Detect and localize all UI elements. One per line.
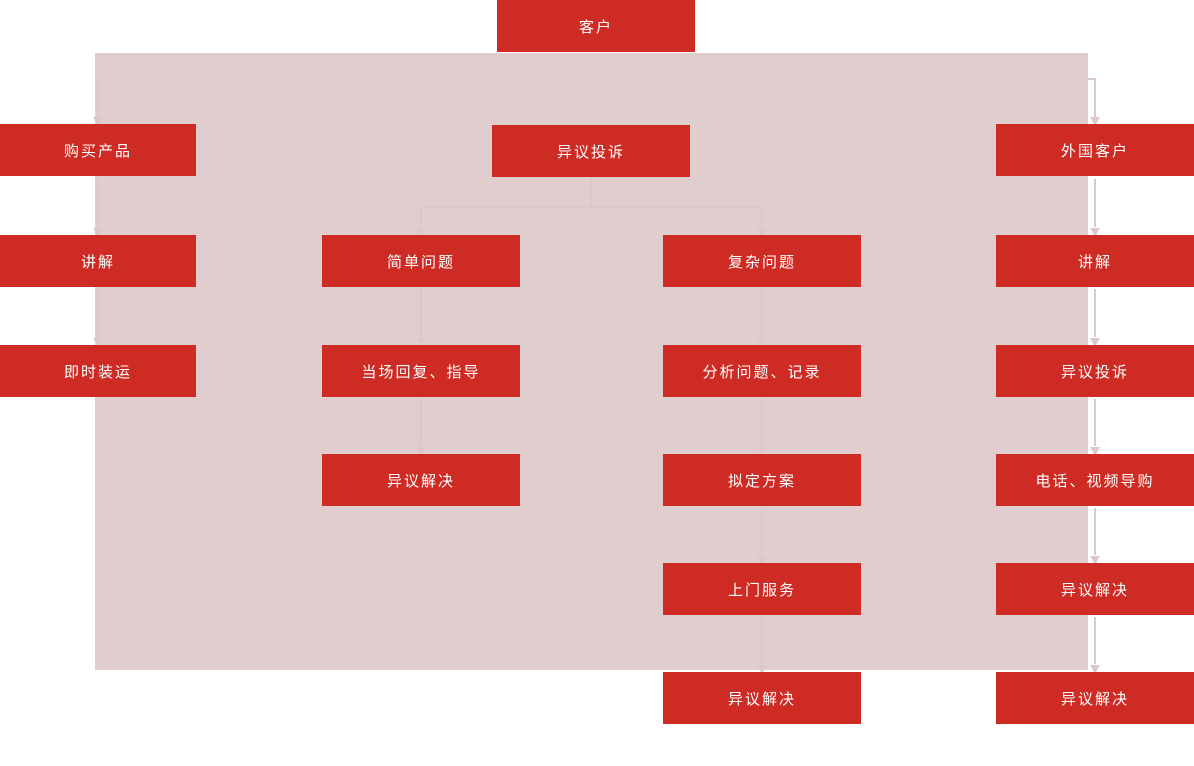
node-explain-left[interactable]: 讲解: [0, 235, 196, 287]
node-buy-product[interactable]: 购买产品: [0, 124, 196, 176]
node-onsite-reply-guidance[interactable]: 当场回复、指导: [322, 345, 520, 397]
node-complaint-foreign[interactable]: 异议投诉: [996, 345, 1194, 397]
node-immediate-shipment[interactable]: 即时装运: [0, 345, 196, 397]
node-objection-resolved-foreign-2[interactable]: 异议解决: [996, 672, 1194, 724]
node-objection-resolved-simple[interactable]: 异议解决: [322, 454, 520, 506]
node-foreign-customer[interactable]: 外国客户: [996, 124, 1194, 176]
node-customer[interactable]: 客户: [497, 0, 695, 52]
node-objection-resolved-complex[interactable]: 异议解决: [663, 672, 861, 724]
node-simple-problem[interactable]: 简单问题: [322, 235, 520, 287]
node-analyze-record[interactable]: 分析问题、记录: [663, 345, 861, 397]
node-phone-video-guide[interactable]: 电话、视频导购: [996, 454, 1194, 506]
connector-panel-to-foreign: [1088, 78, 1096, 117]
node-draft-plan[interactable]: 拟定方案: [663, 454, 861, 506]
node-explain-foreign[interactable]: 讲解: [996, 235, 1194, 287]
node-complaint[interactable]: 异议投诉: [492, 125, 690, 177]
node-complex-problem[interactable]: 复杂问题: [663, 235, 861, 287]
node-door-to-door-service[interactable]: 上门服务: [663, 563, 861, 615]
node-objection-resolved-foreign-1[interactable]: 异议解决: [996, 563, 1194, 615]
